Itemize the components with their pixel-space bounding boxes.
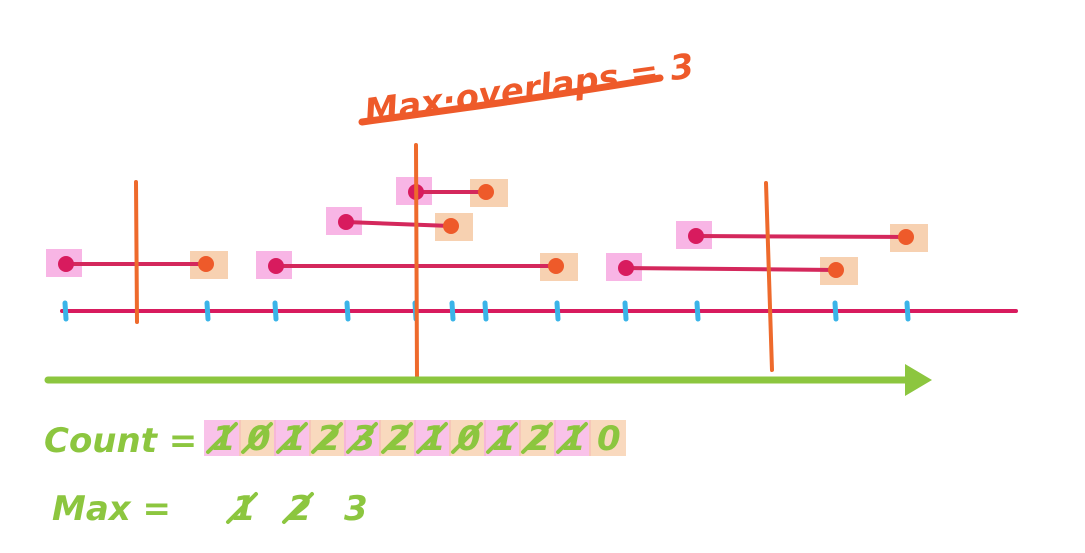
interval-line (624, 266, 838, 272)
step-value: 2 (288, 489, 312, 529)
interval-end-point (443, 218, 459, 234)
strike-through (241, 422, 273, 454)
title-group: Max·overlaps = 3 (358, 46, 696, 132)
interval-end-point (898, 229, 914, 245)
strike-through (451, 422, 483, 454)
title-underline (358, 74, 664, 126)
step-highlight (589, 420, 626, 456)
sweep-line (134, 180, 139, 324)
step-value: 1 (232, 489, 256, 529)
step-value: 0 (247, 419, 271, 459)
strike-through (381, 422, 413, 454)
strike-through (226, 492, 258, 524)
intervals (58, 184, 914, 278)
step-value: 2 (527, 419, 551, 459)
timeline-tick (904, 300, 911, 322)
step-value: 3 (352, 419, 376, 459)
timeline-ticks (62, 300, 911, 322)
step-value: 1 (562, 419, 586, 459)
strike-through (416, 422, 448, 454)
timeline-tick (832, 300, 839, 322)
interval-end-point (828, 262, 844, 278)
timeline-tick (204, 300, 211, 322)
strike-through (282, 492, 314, 524)
interval-end-point (478, 184, 494, 200)
strike-through (556, 422, 588, 454)
timeline-tick (694, 300, 701, 322)
interval-end-point (548, 258, 564, 274)
step-value: 1 (422, 419, 446, 459)
step-value: 2 (387, 419, 411, 459)
interval-start-point (58, 256, 74, 272)
step-value: 2 (317, 419, 341, 459)
strike-through (311, 422, 343, 454)
step-value: 0 (457, 419, 481, 459)
timeline-tick (344, 300, 351, 322)
interval-line (344, 220, 453, 228)
interval-line (694, 234, 908, 239)
title: Max·overlaps = 3 (362, 46, 696, 132)
strike-through (521, 422, 553, 454)
sweep-lines (134, 143, 774, 380)
interval-end-point (198, 256, 214, 272)
strike-through (206, 422, 238, 454)
timeline-tick (272, 300, 279, 322)
max-label: Max = (52, 489, 171, 529)
strike-through (346, 422, 378, 454)
sweep-direction-arrow (44, 364, 932, 396)
step-value: 3 (344, 489, 368, 529)
interval-start-point (688, 228, 704, 244)
timeline-tick (62, 300, 69, 322)
arrow-head (905, 364, 932, 396)
strike-through (276, 422, 308, 454)
step-value: 0 (597, 419, 621, 459)
strike-through (486, 422, 518, 454)
interval-start-point (338, 214, 354, 230)
sweep-line (414, 143, 419, 380)
timeline-tick (482, 300, 489, 322)
step-value: 1 (492, 419, 516, 459)
count-label: Count = (44, 421, 197, 461)
step-value: 1 (212, 419, 236, 459)
interval-start-point (618, 260, 634, 276)
timeline-tick (622, 300, 629, 322)
interval-start-point (268, 258, 284, 274)
sweep-line (764, 181, 774, 372)
timeline-tick (554, 300, 561, 322)
timeline-tick (449, 300, 456, 322)
step-value: 1 (282, 419, 306, 459)
